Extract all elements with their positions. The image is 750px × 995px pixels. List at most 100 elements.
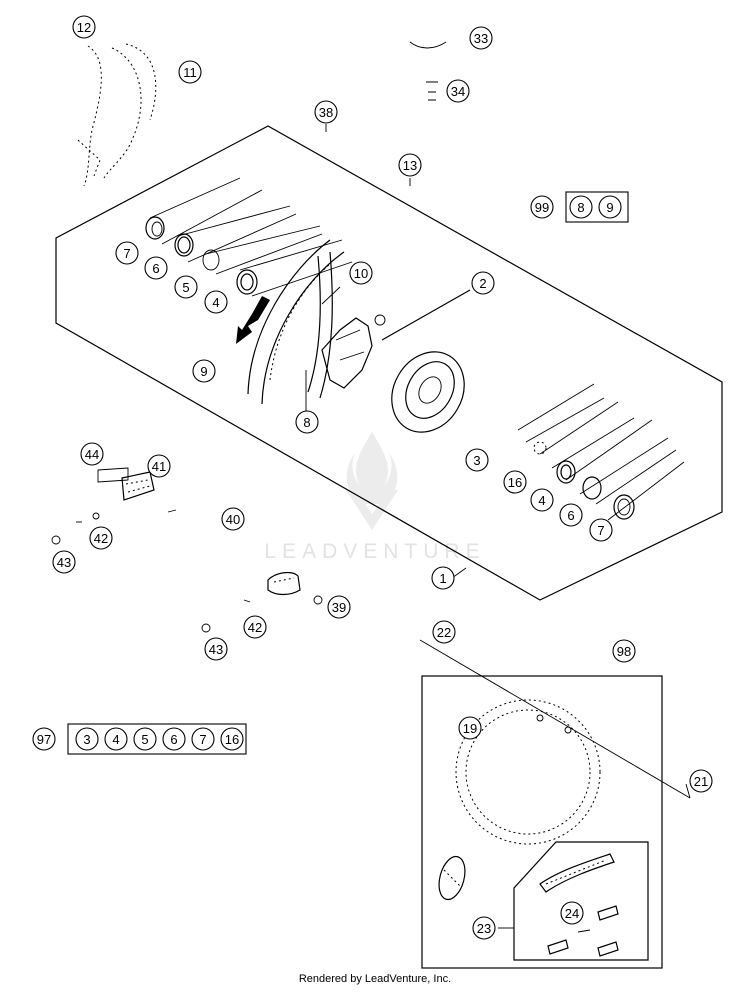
spoke-nipples: [409, 41, 447, 101]
svg-text:41: 41: [152, 459, 166, 474]
svg-text:39: 39: [332, 600, 346, 615]
svg-text:13: 13: [403, 158, 417, 173]
svg-text:43: 43: [209, 642, 223, 657]
callout-3: 3: [465, 448, 489, 472]
callout-kit-99: 99: [530, 195, 554, 219]
callout-16: 16: [503, 470, 527, 494]
callout-44: 44: [80, 442, 104, 466]
callout-1: 1: [431, 566, 455, 590]
chain-kit-frame: [513, 841, 649, 961]
kit-97-item: 6: [162, 727, 186, 751]
svg-text:6: 6: [567, 508, 574, 523]
svg-text:42: 42: [94, 531, 108, 546]
callout-43a: 43: [52, 550, 76, 574]
kit-97-item: 5: [133, 727, 157, 751]
svg-text:42: 42: [248, 620, 262, 635]
svg-text:38: 38: [319, 105, 333, 120]
svg-text:98: 98: [617, 644, 631, 659]
svg-text:9: 9: [200, 364, 207, 379]
svg-text:34: 34: [451, 84, 465, 99]
svg-text:3: 3: [473, 453, 480, 468]
callout-4a: 4: [204, 290, 228, 314]
callout-98: 98: [612, 639, 636, 663]
leader-lines: [305, 124, 691, 929]
callout-43b: 43: [204, 637, 228, 661]
callout-34: 34: [446, 79, 470, 103]
callout-6b: 6: [559, 503, 583, 527]
callout-13: 13: [398, 153, 422, 177]
spoke-set: [77, 43, 157, 187]
chain-links: [539, 853, 619, 957]
svg-text:33: 33: [474, 31, 488, 46]
callout-38: 38: [314, 100, 338, 124]
callout-12: 12: [72, 15, 96, 39]
svg-text:12: 12: [77, 20, 91, 35]
svg-text:4: 4: [112, 732, 119, 747]
kit-97-item: 3: [75, 727, 99, 751]
callout-2: 2: [471, 271, 495, 295]
axle-parts-left: [51, 467, 177, 545]
callout-8: 8: [295, 410, 319, 434]
rotation-arrow-icon: [236, 296, 270, 344]
callout-7a: 7: [115, 241, 139, 265]
callout-40: 40: [221, 507, 245, 531]
kit-99-item: 8: [569, 195, 593, 219]
svg-text:7: 7: [597, 523, 604, 538]
sprocket: [419, 639, 691, 845]
svg-text:7: 7: [199, 732, 206, 747]
kit-97-item: 16: [220, 727, 244, 751]
svg-text:40: 40: [226, 512, 240, 527]
wheel-assembly-outline: [55, 125, 723, 601]
svg-text:22: 22: [437, 625, 451, 640]
callout-42b: 42: [243, 615, 267, 639]
svg-text:10: 10: [354, 266, 368, 281]
callout-39: 39: [327, 595, 351, 619]
callout-7b: 7: [589, 518, 613, 542]
callout-4b: 4: [530, 488, 554, 512]
watermark-logo-icon: [346, 432, 398, 530]
rim: [247, 239, 345, 405]
callout-11: 11: [178, 60, 202, 84]
brake-disc: [391, 351, 465, 433]
svg-text:3: 3: [83, 732, 90, 747]
svg-text:97: 97: [37, 732, 51, 747]
left-bearing-stack: [145, 177, 353, 297]
callout-42a: 42: [89, 526, 113, 550]
svg-text:4: 4: [212, 295, 219, 310]
svg-text:5: 5: [141, 732, 148, 747]
svg-text:24: 24: [565, 906, 579, 921]
svg-text:11: 11: [183, 65, 197, 80]
callout-23: 23: [472, 916, 496, 940]
callout-5: 5: [174, 275, 198, 299]
chain-guide: [438, 855, 466, 901]
callout-10: 10: [349, 261, 373, 285]
svg-text:19: 19: [463, 721, 477, 736]
svg-text:6: 6: [152, 261, 159, 276]
svg-text:16: 16: [225, 732, 239, 747]
callout-21: 21: [689, 769, 713, 793]
svg-text:23: 23: [477, 921, 491, 936]
callout-6a: 6: [144, 256, 168, 280]
svg-text:21: 21: [694, 774, 708, 789]
svg-text:9: 9: [606, 200, 613, 215]
svg-text:44: 44: [85, 447, 99, 462]
svg-text:16: 16: [508, 475, 522, 490]
footer-credit: Rendered by LeadVenture, Inc.: [298, 973, 452, 985]
callout-kit-97: 97: [32, 727, 56, 751]
callout-41: 41: [147, 454, 171, 478]
svg-text:43: 43: [57, 555, 71, 570]
right-bearing-stack: [517, 383, 685, 521]
axle-parts-right: [201, 571, 323, 633]
callout-9: 9: [192, 359, 216, 383]
svg-text:8: 8: [577, 200, 584, 215]
svg-text:99: 99: [535, 200, 549, 215]
kit-99-item: 9: [598, 195, 622, 219]
kit-97-item: 7: [191, 727, 215, 751]
sprocket-kit-frame: [421, 675, 663, 969]
svg-text:4: 4: [538, 493, 545, 508]
svg-text:5: 5: [182, 280, 189, 295]
watermark-text: LEADVENTURE: [264, 540, 486, 563]
callout-19: 19: [458, 716, 482, 740]
